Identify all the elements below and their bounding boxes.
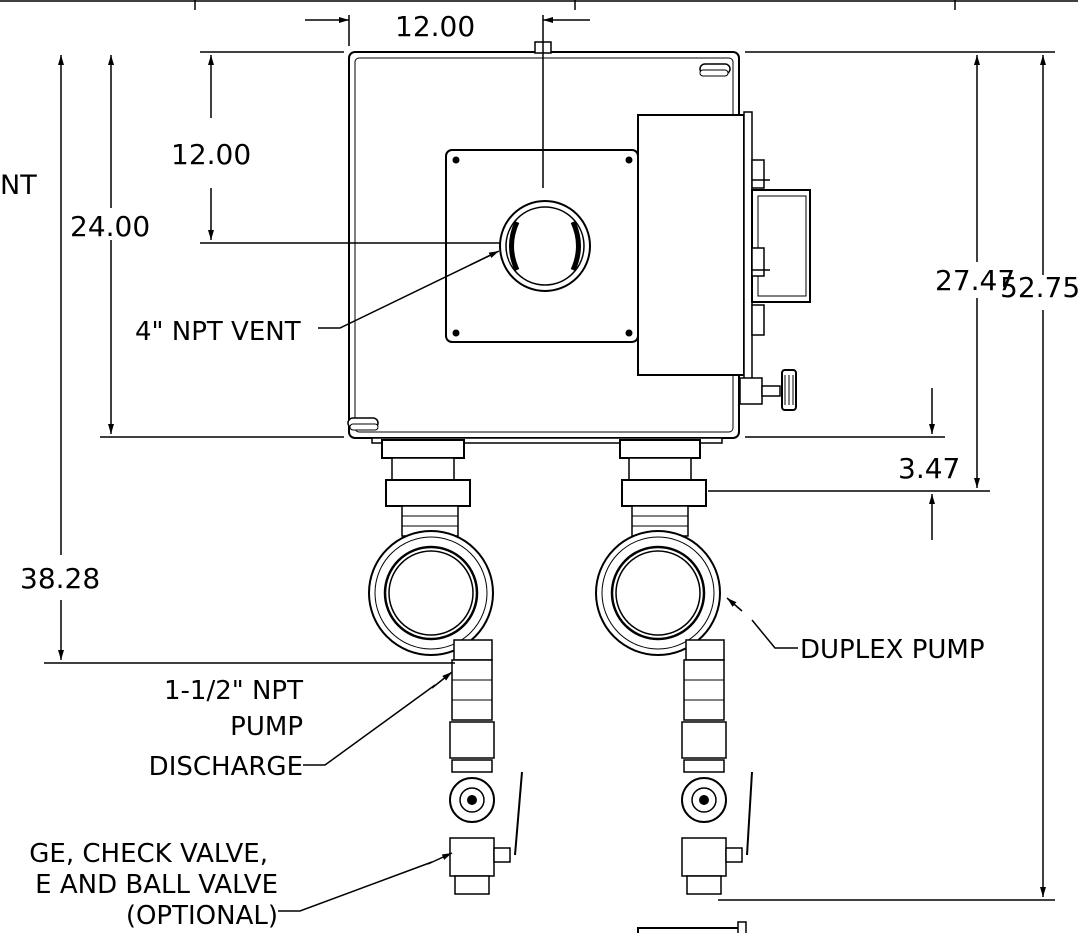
callout-valves-line3: (OPTIONAL) [126, 901, 278, 931]
callout-left-partial: NT [0, 170, 37, 201]
dim-panel-offset: 3.47 [898, 452, 960, 485]
leader-lines [278, 250, 798, 912]
dim-overall-height: 52.75 [1000, 271, 1078, 304]
title-border [0, 0, 1078, 10]
callout-valves-line1: GE, CHECK VALVE, [29, 839, 268, 869]
dim-tank-height: 24.00 [70, 210, 150, 243]
callout-vent: 4" NPT VENT [135, 317, 301, 347]
right-pump [595, 439, 753, 895]
callout-discharge-line1: 1-1/2" NPT [164, 676, 303, 706]
bottom-partial-part [637, 921, 747, 933]
vent-plate [445, 149, 639, 343]
dimension-lines [44, 15, 1055, 901]
dim-top-width: 12.00 [395, 10, 475, 43]
callout-discharge-line3: DISCHARGE [149, 752, 303, 782]
callout-discharge-line2: PUMP [230, 712, 303, 742]
left-pump [368, 439, 523, 895]
control-panel [637, 111, 811, 411]
callout-valves-line2: E AND BALL VALVE [35, 870, 278, 900]
dim-pump-outlet-height: 38.28 [20, 562, 100, 595]
dim-panel-height: 27.47 [935, 264, 1015, 297]
callout-duplex-pump: DUPLEX PUMP [800, 635, 985, 665]
dim-vent-height: 12.00 [171, 138, 251, 171]
